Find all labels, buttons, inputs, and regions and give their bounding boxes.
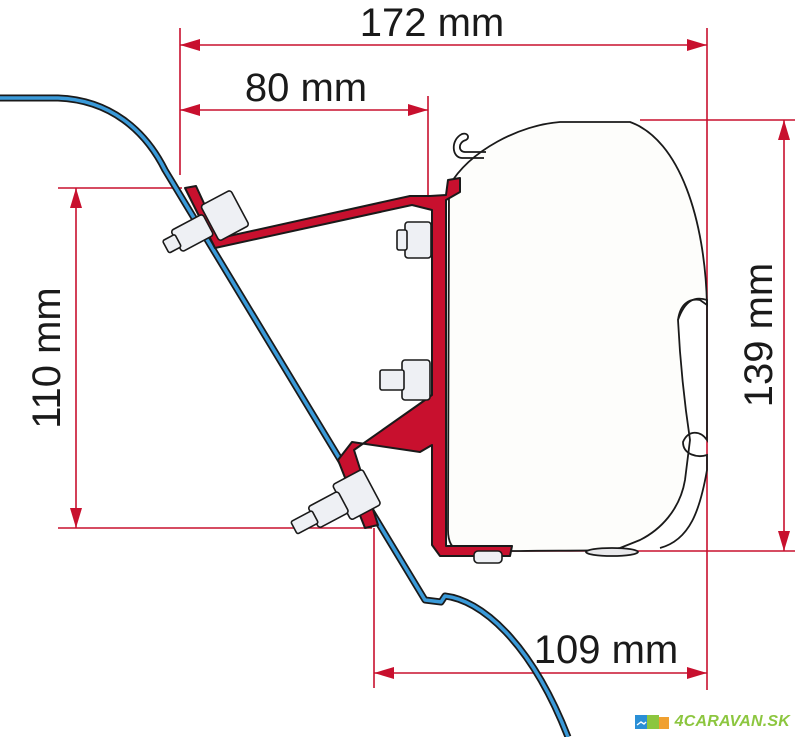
dim-awning-height-label: 139 mm [737, 263, 781, 408]
watermark-logo: 4CARAVAN.SK [634, 713, 790, 731]
watermark-text: 4CARAVAN.SK [674, 713, 790, 730]
dim-overall-width-label: 172 mm [360, 1, 505, 45]
caravan-logo-icon [634, 715, 669, 729]
dim-bracket-width-label: 80 mm [245, 66, 367, 110]
dim-bracket-height-label: 110 mm [25, 287, 69, 429]
dimension-lines [58, 28, 795, 690]
van-body-panel [0, 94, 572, 737]
bolts [162, 190, 503, 564]
awning-cassette [447, 121, 708, 557]
dim-bottom-width-label: 109 mm [534, 628, 679, 672]
